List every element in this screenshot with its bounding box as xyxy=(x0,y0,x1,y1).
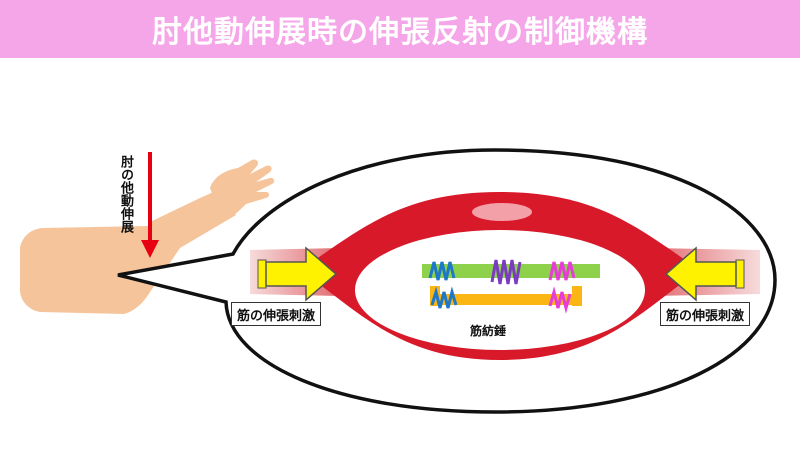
muscle-spindle-label: 筋紡錘 xyxy=(470,324,507,338)
hand xyxy=(210,159,275,216)
passive-extension-label: 肘の他動伸展 xyxy=(118,155,133,233)
arm-illustration xyxy=(20,159,275,314)
upper-arm xyxy=(20,226,180,314)
coil-magenta-upper xyxy=(548,261,576,281)
stretch-stimulus-label-right: 筋の伸張刺激 xyxy=(660,302,751,326)
coil-magenta-lower xyxy=(548,286,572,314)
muscle-highlight xyxy=(472,203,532,221)
stretch-arrow-left xyxy=(257,246,338,302)
coil-purple xyxy=(490,259,522,285)
title-bar: 肘他動伸展時の伸張反射の制御機構 xyxy=(0,0,800,58)
coil-blue-upper xyxy=(428,261,456,281)
diagram-canvas xyxy=(20,148,777,414)
coil-blue-lower xyxy=(430,286,458,309)
stretch-stimulus-label-left: 筋の伸張刺激 xyxy=(231,302,322,326)
muscle-spindle xyxy=(422,259,600,314)
page-title: 肘他動伸展時の伸張反射の制御機構 xyxy=(152,15,648,50)
stretch-arrow-right xyxy=(664,246,745,302)
fiber-end-right xyxy=(572,286,582,306)
intrafusal-fiber-lower xyxy=(430,294,582,305)
spindle-capsule xyxy=(355,230,645,350)
passive-extension-arrow xyxy=(141,152,159,258)
